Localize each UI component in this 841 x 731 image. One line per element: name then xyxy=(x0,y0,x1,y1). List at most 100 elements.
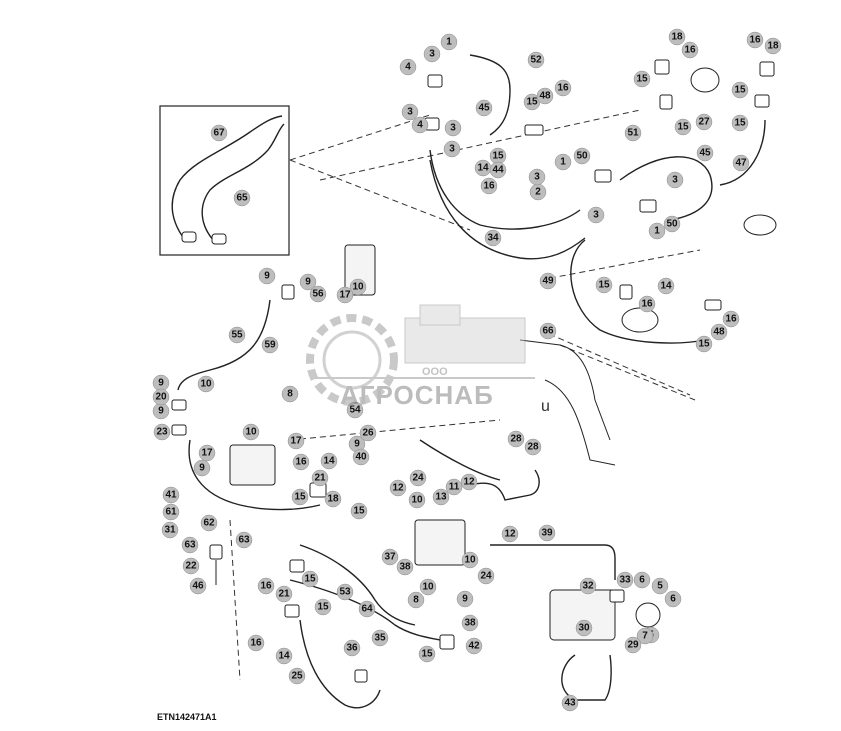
callout-number: 20 xyxy=(155,392,167,403)
callout-number: 3 xyxy=(449,144,455,155)
callout-bubble xyxy=(210,124,228,142)
callout-bubble xyxy=(257,577,275,595)
part-callout-16: 16 xyxy=(292,453,310,471)
hose-52 xyxy=(469,54,511,136)
part-callout-38: 38 xyxy=(461,614,479,632)
callout-bubble xyxy=(409,469,427,487)
part-callout-45: 45 xyxy=(475,99,493,117)
callout-number: 13 xyxy=(435,492,447,503)
callout-number: 26 xyxy=(362,428,374,439)
part-callout-63: 63 xyxy=(181,536,199,554)
callout-number: 14 xyxy=(660,281,672,292)
fitting xyxy=(354,669,368,683)
callout-number: 55 xyxy=(231,330,243,341)
callout-bubble xyxy=(633,571,651,589)
callout-number: 15 xyxy=(526,97,538,108)
part-callout-43: 43 xyxy=(561,694,579,712)
part-callout-3: 3 xyxy=(528,168,546,186)
callout-number: 45 xyxy=(699,148,711,159)
port-flange xyxy=(635,602,661,628)
part-callout-16: 16 xyxy=(257,577,275,595)
part-callout-62: 62 xyxy=(200,514,218,532)
callout-bubble xyxy=(489,161,507,179)
callout-number: 9 xyxy=(158,378,164,389)
hose-66 xyxy=(519,339,611,441)
part-callout-21: 21 xyxy=(311,469,329,487)
callout-number: 1 xyxy=(446,37,452,48)
part-callout-11: 11 xyxy=(445,478,463,496)
callout-number: 64 xyxy=(361,604,373,615)
callout-bubble xyxy=(664,590,682,608)
part-callout-9: 9 xyxy=(258,267,276,285)
callout-bubble xyxy=(651,577,669,595)
callout-number: 49 xyxy=(542,276,554,287)
callout-number: 50 xyxy=(666,219,678,230)
callout-number: 22 xyxy=(185,561,197,572)
callout-bubble xyxy=(465,637,483,655)
fitting xyxy=(754,94,770,108)
callout-number: 1 xyxy=(654,226,660,237)
fitting xyxy=(171,399,187,411)
part-callout-41: 41 xyxy=(162,486,180,504)
callout-number: 12 xyxy=(392,483,404,494)
part-callout-46: 46 xyxy=(189,577,207,595)
callout-bubble xyxy=(407,591,425,609)
part-callout-10: 10 xyxy=(242,423,260,441)
callout-bubble xyxy=(153,423,171,441)
callout-number: 3 xyxy=(593,210,599,221)
callout-bubble xyxy=(636,627,654,645)
callout-bubble xyxy=(731,114,749,132)
part-callout-38: 38 xyxy=(396,558,414,576)
callout-number: 9 xyxy=(462,594,468,605)
callout-bubble xyxy=(358,600,376,618)
part-callout-66: 66 xyxy=(539,322,557,340)
callout-number: 45 xyxy=(478,103,490,114)
part-callout-15: 15 xyxy=(633,70,651,88)
part-callout-16: 16 xyxy=(247,634,265,652)
callout-bubble xyxy=(475,99,493,117)
callout-number: 15 xyxy=(698,339,710,350)
callout-number: 63 xyxy=(238,535,250,546)
part-callout-39: 39 xyxy=(538,524,556,542)
callout-bubble xyxy=(554,153,572,171)
part-callout-8: 8 xyxy=(407,591,425,609)
part-callout-9: 9 xyxy=(456,590,474,608)
callout-bubble xyxy=(242,423,260,441)
callout-number: 30 xyxy=(578,623,590,634)
callout-number: 9 xyxy=(305,277,311,288)
part-callout-10: 10 xyxy=(349,278,367,296)
hose-long-mid xyxy=(419,439,501,481)
hose-39 xyxy=(490,544,616,580)
callout-bubble xyxy=(539,322,557,340)
fitting xyxy=(619,284,633,300)
cylinder-end xyxy=(743,214,777,236)
part-callout-28: 28 xyxy=(507,430,525,448)
callout-bubble xyxy=(291,488,309,506)
callout-number: 4 xyxy=(405,62,411,73)
callout-bubble xyxy=(359,424,377,442)
part-callout-15: 15 xyxy=(731,114,749,132)
dashed-boundary xyxy=(229,519,241,681)
callout-number: 15 xyxy=(294,492,306,503)
hose-24 xyxy=(469,469,540,501)
cylinder-end xyxy=(690,67,720,93)
part-callout-47: 47 xyxy=(732,154,750,172)
callout-bubble xyxy=(657,277,675,295)
callout-bubble xyxy=(228,326,246,344)
part-callout-15: 15 xyxy=(731,81,749,99)
callout-bubble xyxy=(161,521,179,539)
callout-bubble xyxy=(401,103,419,121)
part-callout-65: 65 xyxy=(233,189,251,207)
callout-bubble xyxy=(292,453,310,471)
fitting xyxy=(659,94,673,110)
callout-number: 25 xyxy=(291,671,303,682)
callout-number: 15 xyxy=(636,74,648,85)
callout-number: 17 xyxy=(290,436,302,447)
callout-bubble xyxy=(674,118,692,136)
callout-bubble xyxy=(696,144,714,162)
hose-47 xyxy=(719,119,766,186)
callout-bubble xyxy=(480,177,498,195)
callout-number: 39 xyxy=(541,528,553,539)
part-callout-1: 1 xyxy=(440,33,458,51)
